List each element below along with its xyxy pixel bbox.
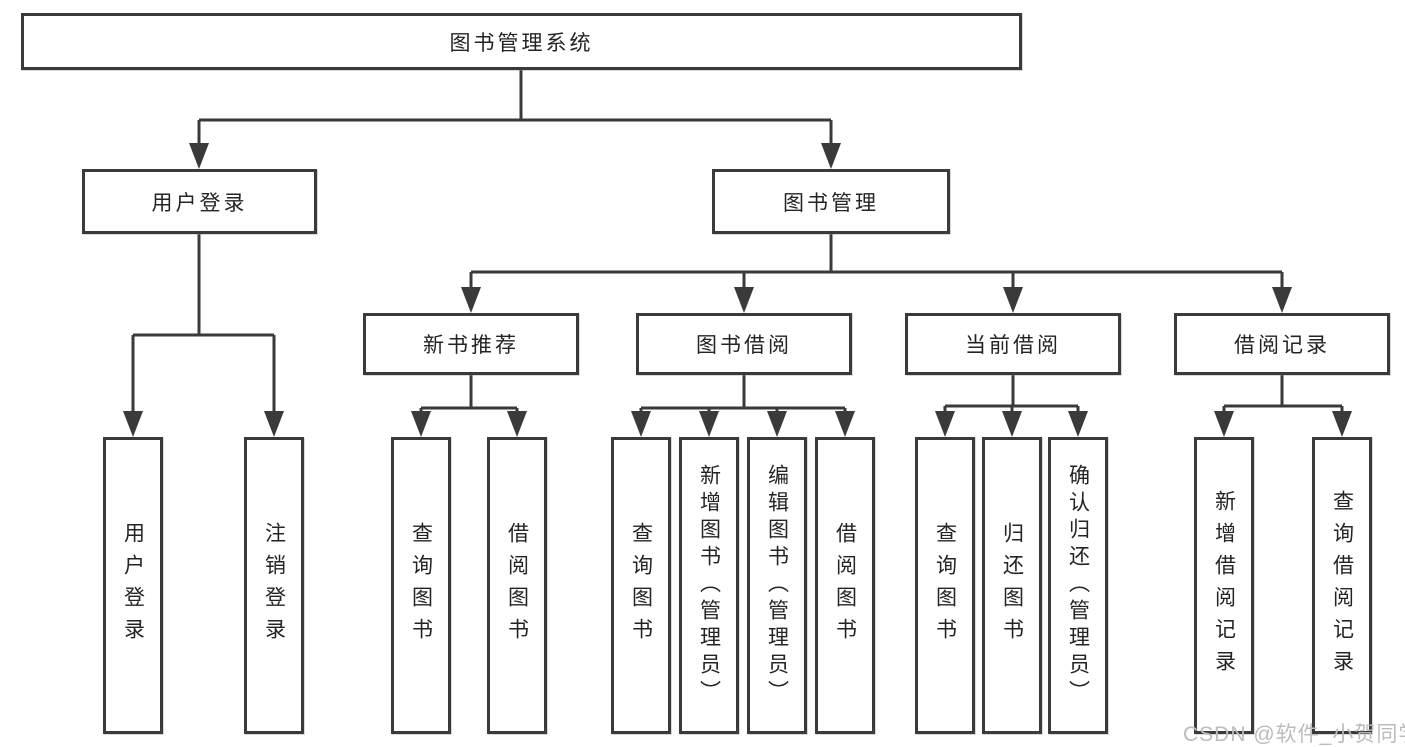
leaf-logout-label: 注销登录 [262, 521, 286, 650]
leaf-query-borrow-record-label: 查询借阅记录 [1330, 489, 1354, 682]
node-book-borrow-label: 图书借阅 [696, 334, 792, 357]
connector-arrowheads [123, 143, 1352, 437]
leaf-newbook-borrow-books-label: 借阅图书 [505, 521, 529, 650]
node-new-book-recommend: 新书推荐 [363, 313, 579, 375]
leaf-return-books: 归还图书 [982, 437, 1042, 734]
leaf-confirm-return-admin: 确认归还（管理员） [1048, 437, 1108, 734]
node-new-book-recommend-label: 新书推荐 [423, 334, 519, 357]
leaf-current-query-books-label: 查询图书 [933, 521, 957, 650]
leaf-borrow-query-books: 查询图书 [611, 437, 671, 734]
leaf-borrow-borrow-books: 借阅图书 [815, 437, 875, 734]
node-user-login-label: 用户登录 [151, 191, 248, 215]
node-borrow-records-label: 借阅记录 [1234, 334, 1330, 357]
leaf-borrow-query-books-label: 查询图书 [629, 521, 653, 650]
leaf-confirm-return-admin-label: 确认归还（管理员） [1066, 464, 1090, 707]
leaf-borrow-borrow-books-label: 借阅图书 [833, 521, 857, 650]
leaf-user-login: 用户登录 [103, 437, 163, 734]
node-borrow-records: 借阅记录 [1174, 313, 1390, 375]
node-book-management-label: 图书管理 [783, 191, 879, 215]
node-system-root: 图书管理系统 [21, 13, 1022, 70]
leaf-add-books-admin: 新增图书（管理员） [679, 437, 739, 734]
watermark: CSDN @软件_小贺同学 [1183, 723, 1405, 746]
leaf-return-books-label: 归还图书 [1000, 521, 1024, 650]
node-user-login: 用户登录 [82, 169, 317, 234]
leaf-newbook-query-books: 查询图书 [391, 437, 451, 734]
leaf-add-borrow-record-label: 新增借阅记录 [1212, 489, 1236, 682]
leaf-current-query-books: 查询图书 [915, 437, 975, 734]
node-current-borrow: 当前借阅 [905, 313, 1121, 375]
leaf-add-borrow-record: 新增借阅记录 [1194, 437, 1254, 734]
node-book-borrow: 图书借阅 [636, 313, 852, 375]
leaf-query-borrow-record: 查询借阅记录 [1312, 437, 1372, 734]
leaf-edit-books-admin-label: 编辑图书（管理员） [765, 464, 789, 707]
leaf-newbook-query-books-label: 查询图书 [409, 521, 433, 650]
connector-lines [131, 69, 1344, 414]
leaf-logout: 注销登录 [244, 437, 304, 734]
node-system-root-label: 图书管理系统 [449, 31, 594, 55]
node-current-borrow-label: 当前借阅 [965, 334, 1061, 357]
leaf-newbook-borrow-books: 借阅图书 [487, 437, 547, 734]
leaf-add-books-admin-label: 新增图书（管理员） [697, 464, 721, 707]
leaf-edit-books-admin: 编辑图书（管理员） [747, 437, 807, 734]
leaf-user-login-label: 用户登录 [121, 521, 145, 650]
node-book-management: 图书管理 [712, 169, 950, 234]
